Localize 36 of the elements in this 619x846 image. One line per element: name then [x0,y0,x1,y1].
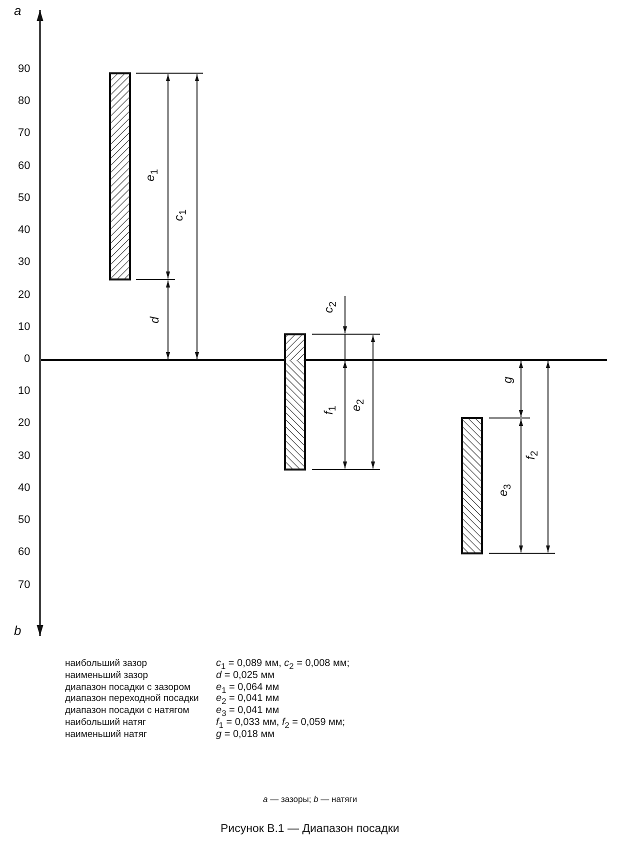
value-label: c$_{1}$ = 0,089 мм, c$_{2}$ = 0,008 мм; [216,659,350,670]
term-label: диапазон посадки с натягом [65,706,190,716]
tick-label: 60 [18,160,30,172]
dimension-label: d [148,316,160,324]
tick-label: 50 [18,515,30,526]
tick-label: 30 [18,257,30,268]
tick-label: 40 [18,225,30,236]
term-label: наибольший натяг [65,718,146,728]
tick-label: 20 [18,418,30,430]
term-label: наибольший зазор [65,659,148,668]
tick-label: 20 [18,290,30,301]
value-label: d = 0,025 мм [216,670,275,681]
axis-label: a [14,4,22,17]
value-label: e$_{1}$ = 0,064 мм [216,682,280,694]
tick-label: 40 [18,482,30,494]
term-label: диапазон посадки с зазором [65,682,191,692]
axis-label: b [14,624,22,637]
tick-label: 80 [18,96,30,108]
term-label: наименьший зазор [65,670,148,680]
value-label: f$_{1}$ = 0,033 мм, f$_{2}$ = 0,059 мм; [216,718,346,730]
tick-label: 30 [18,450,30,462]
figure-caption: Рисунок В.1 — Диапазон посадки [220,824,400,836]
value-label: g = 0,018 мм [216,730,275,740]
value-label: e$_{3}$ = 0,041 мм [216,706,280,718]
tick-label: 70 [18,128,30,140]
tick-label: 10 [18,322,30,333]
tick-label: 50 [18,192,30,204]
tick-label: 0 [24,354,30,365]
value-label: e$_{2}$ = 0,041 мм [216,694,280,706]
tick-label: 90 [18,64,30,76]
tick-label: 60 [18,547,30,558]
note-text: a — зазоры; b — натяги [263,795,358,804]
term-label: наименьший натяг [65,730,148,740]
term-label: диапазон переходной посадки [65,694,199,704]
tick-label: 70 [18,580,30,591]
tick-label: 10 [18,386,30,398]
